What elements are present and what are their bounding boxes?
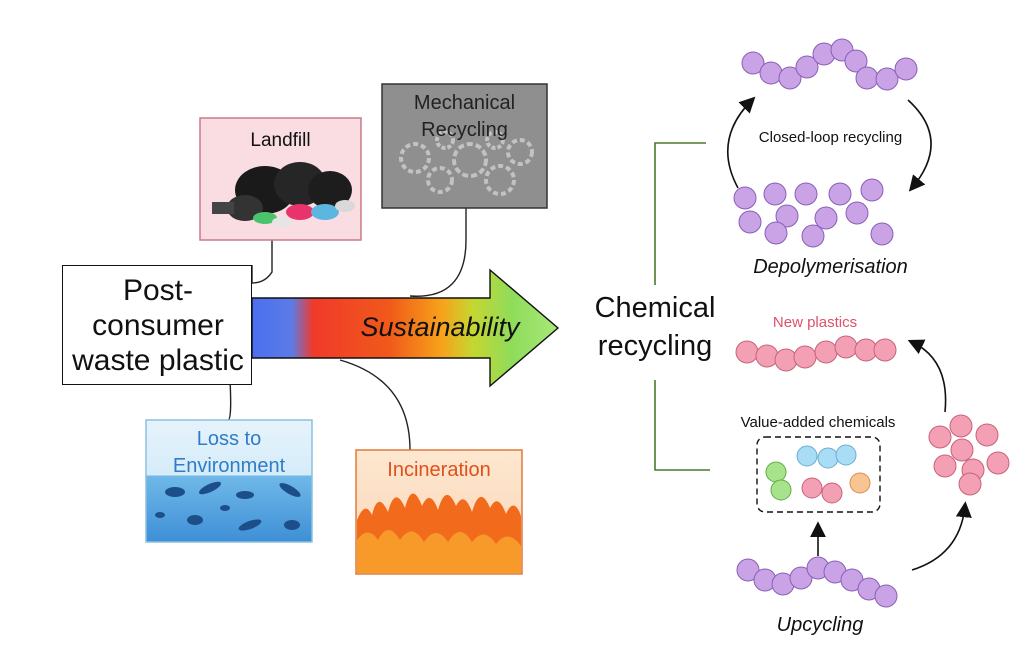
polymer-chain-new (735, 335, 897, 372)
upcycling-arrows (810, 339, 972, 571)
mechanical-label-2: Recycling (421, 119, 508, 141)
post-consumer-box: Post- consumer waste plastic (62, 265, 252, 385)
connector-lines (227, 208, 467, 451)
monomers-pink (928, 414, 1010, 496)
polymer-chain-bottom (736, 556, 898, 608)
chemical-label-1: Chemical (594, 292, 716, 324)
trash-bags-icon (212, 162, 355, 227)
fire-icon (357, 493, 521, 573)
upcycling-label: Upcycling (776, 614, 864, 636)
gears-icon (399, 130, 534, 196)
closed-loop-label: Closed-loop recycling (758, 129, 903, 146)
polymer-chain-top (741, 38, 918, 91)
loss-environment-box (145, 419, 313, 543)
value-added-box (756, 436, 881, 513)
value-added-molecules (765, 444, 871, 504)
depolymerisation-label: Depolymerisation (753, 256, 908, 278)
post-consumer-label-1: Post- (122, 274, 194, 307)
new-plastics-label: New plastics (772, 314, 858, 331)
sustainability-label: Sustainability (360, 312, 520, 342)
post-consumer-label-3: waste plastic (72, 344, 244, 377)
loss-label-1: Loss to (196, 428, 262, 450)
connector-loss (227, 379, 232, 421)
incineration-label: Incineration (387, 459, 491, 481)
connector-landfill (251, 240, 273, 284)
ocean-plastic-icon (155, 481, 301, 531)
closed-loop-arrows (727, 96, 932, 192)
landfill-label: Landfill (250, 130, 311, 151)
connector-incineration (339, 359, 411, 451)
mechanical-label-1: Mechanical (413, 92, 516, 114)
chemical-label-2: recycling (597, 330, 713, 362)
value-added-label: Value-added chemicals (740, 414, 896, 431)
monomers-depolymerised (733, 178, 894, 248)
post-consumer-label-2: consumer (92, 309, 224, 342)
sustainability-arrow (251, 268, 560, 388)
loss-label-2: Environment (172, 455, 286, 477)
chemical-bracket (654, 142, 710, 471)
connector-mechanical (409, 208, 467, 297)
